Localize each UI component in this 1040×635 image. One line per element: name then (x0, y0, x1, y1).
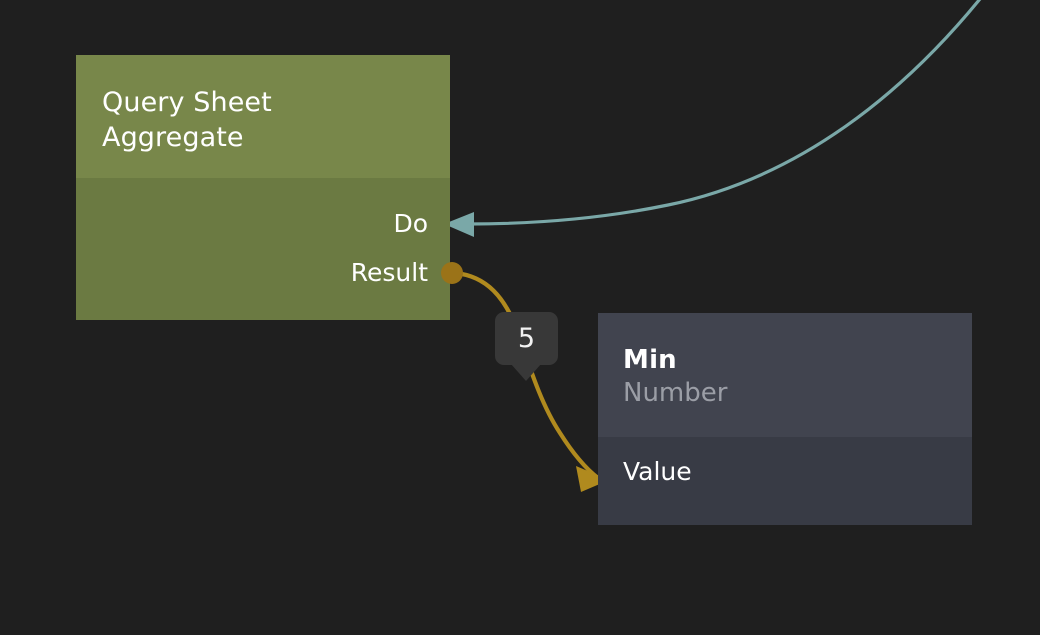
node-title: Query Sheet Aggregate (102, 87, 272, 153)
node-query-sheet-aggregate[interactable]: Query Sheet Aggregate Do Result (76, 55, 450, 320)
node-min-number[interactable]: Min Number Value (598, 313, 972, 525)
wire-value-badge-tail (511, 364, 541, 381)
node-header[interactable]: Min Number (598, 313, 972, 437)
exec-wire-path (466, 0, 982, 226)
port-label-result[interactable]: Result (350, 258, 428, 287)
result-socket-dot[interactable] (441, 262, 463, 284)
node-header[interactable]: Query Sheet Aggregate (76, 55, 450, 178)
node-title: Min (623, 345, 677, 375)
wire-value-badge[interactable]: 5 (495, 312, 558, 365)
port-label-do[interactable]: Do (393, 209, 428, 238)
node-body: Value (598, 437, 972, 525)
node-subtitle: Number (623, 378, 728, 408)
wire-value-badge-text: 5 (517, 323, 536, 354)
port-label-value[interactable]: Value (623, 457, 692, 486)
node-body: Do Result (76, 178, 450, 320)
